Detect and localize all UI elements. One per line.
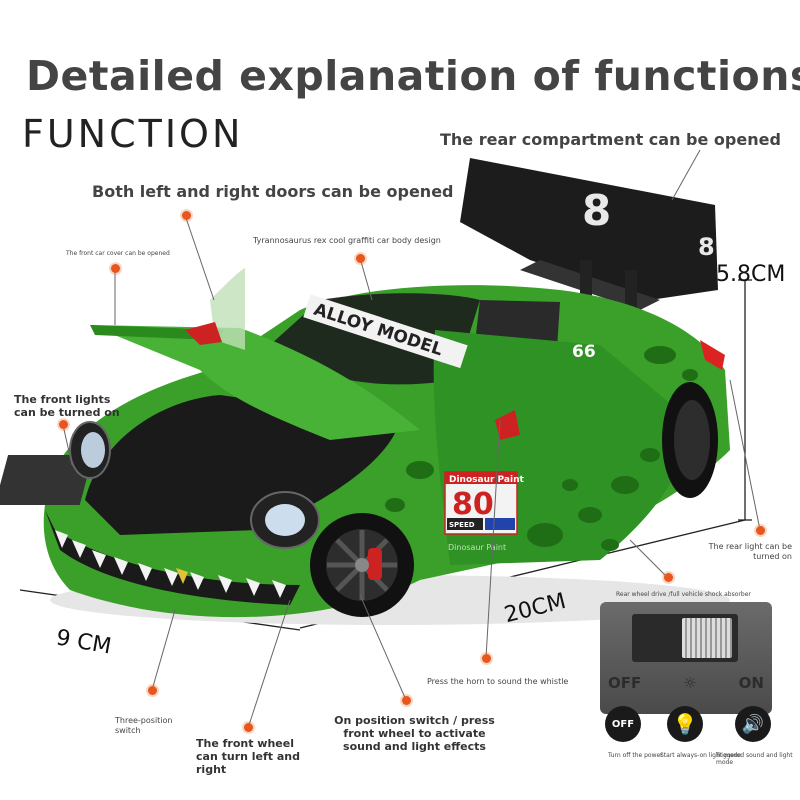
switch-slot bbox=[632, 614, 738, 662]
callout-dot bbox=[664, 573, 673, 582]
callout-on-position: On position switch / press front wheel t… bbox=[334, 714, 495, 753]
switch-on-label: ON bbox=[738, 674, 764, 692]
callout-horn: Press the horn to sound the whistle bbox=[427, 677, 569, 686]
callout-dot bbox=[182, 211, 191, 220]
race-number: 80 bbox=[452, 487, 494, 522]
rear-wing: 8 8 bbox=[460, 158, 718, 310]
callout-doors: Both left and right doors can be opened bbox=[92, 182, 454, 201]
sponsor-text-lower: Dinosaur Paint bbox=[448, 543, 506, 552]
speaker-icon: 🔊 bbox=[735, 706, 771, 742]
callout-dot bbox=[111, 264, 120, 273]
callout-front-wheel: The front wheel can turn left and right bbox=[196, 737, 301, 776]
callout-rear-compartment: The rear compartment can be opened bbox=[440, 130, 781, 149]
callout-dot bbox=[59, 420, 68, 429]
callout-dot bbox=[756, 526, 765, 535]
callout-dot bbox=[402, 696, 411, 705]
callout-dot bbox=[244, 723, 253, 732]
callout-dot bbox=[482, 654, 491, 663]
callout-three-position: Three-position switch bbox=[115, 716, 173, 735]
wing-number: 8 bbox=[582, 186, 611, 235]
callout-dot bbox=[356, 254, 365, 263]
dimension-height: 5.8CM bbox=[716, 262, 786, 287]
wing-side-number: 8 bbox=[698, 233, 715, 261]
mode-caption-light: Start always-on light mode bbox=[660, 752, 742, 759]
switch-off-label: OFF bbox=[608, 674, 642, 692]
power-switch-panel: OFF ☼ ON bbox=[600, 602, 772, 714]
callout-dot bbox=[148, 686, 157, 695]
sponsor-text: Dinosaur Paint bbox=[449, 475, 524, 485]
speed-label: SPEED bbox=[449, 521, 475, 529]
leader-lines bbox=[62, 149, 761, 729]
switch-labels: OFF ☼ ON bbox=[608, 674, 764, 692]
door-number: 66 bbox=[572, 342, 596, 362]
callout-rear-wheel: Rear wheel drive /full vehicle shock abs… bbox=[616, 591, 751, 598]
mode-caption-sound: Triggered sound and light mode bbox=[716, 752, 793, 766]
page-title: Detailed explanation of functions bbox=[26, 52, 800, 100]
callout-front-cover: The front car cover can be opened bbox=[66, 250, 170, 257]
sun-icon: ☼ bbox=[683, 674, 697, 692]
car-body: Dinosaur Paint 80 SPEED Dinosaur Paint 6… bbox=[0, 268, 730, 618]
function-label: FUNCTION bbox=[22, 112, 244, 156]
off-icon: OFF bbox=[605, 706, 641, 742]
bulb-icon: 💡 bbox=[667, 706, 703, 742]
callout-front-lights: The front lights can be turned on bbox=[14, 393, 120, 419]
switch-knob[interactable] bbox=[682, 618, 732, 658]
callout-graffiti: Tyrannosaurus rex cool graffiti car body… bbox=[253, 236, 441, 245]
callout-rear-light: The rear light can be turned on bbox=[708, 542, 792, 561]
mode-caption-off: Turn off the power bbox=[608, 752, 663, 759]
